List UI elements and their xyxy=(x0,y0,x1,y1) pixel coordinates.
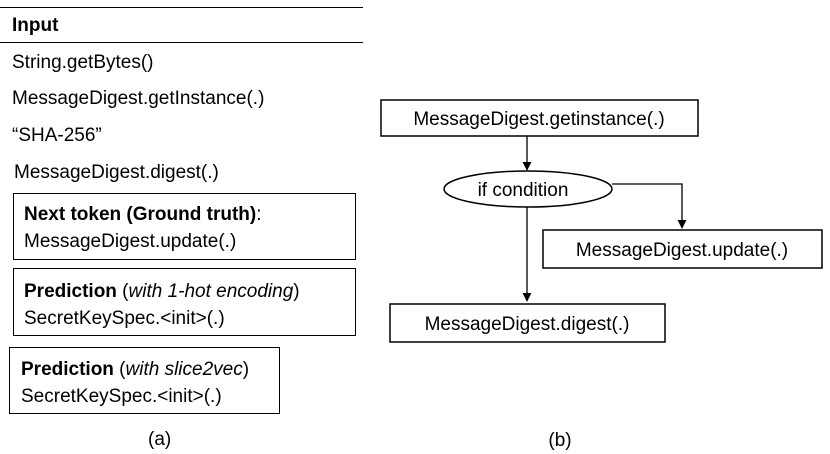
prediction-slice2vec-box: Prediction (with slice2vec) SecretKeySpe… xyxy=(9,347,280,414)
input-item-sha256: “SHA-256” xyxy=(12,125,102,146)
prediction-slice2vec-value: SecretKeySpec.<init>(.) xyxy=(21,386,222,407)
caption-a: (a) xyxy=(148,429,172,450)
condition-node-label: if condition xyxy=(478,180,569,201)
digest-node xyxy=(389,303,666,343)
condition-node xyxy=(443,170,613,208)
getinstance-node xyxy=(380,99,699,137)
top-rule xyxy=(0,7,363,8)
input-header: Input xyxy=(12,15,59,36)
input-item-getbytes: String.getBytes() xyxy=(12,52,154,73)
update-node xyxy=(542,229,823,269)
edge-condition-to-update xyxy=(612,183,687,229)
ground-truth-label: Next token (Ground truth): xyxy=(24,204,262,225)
getinstance-node-label: MessageDigest.getinstance(.) xyxy=(413,109,664,130)
ground-truth-box: Next token (Ground truth): MessageDigest… xyxy=(13,193,356,260)
header-rule xyxy=(0,42,363,43)
update-node-label: MessageDigest.update(.) xyxy=(576,240,788,261)
input-item-getinstance: MessageDigest.getInstance(.) xyxy=(12,88,265,109)
prediction-onehot-value: SecretKeySpec.<init>(.) xyxy=(24,308,225,329)
digest-node-label: MessageDigest.digest(.) xyxy=(425,314,630,335)
input-item-digest: MessageDigest.digest(.) xyxy=(14,162,219,183)
prediction-slice2vec-label: Prediction (with slice2vec) xyxy=(21,359,250,380)
ground-truth-value: MessageDigest.update(.) xyxy=(24,231,237,252)
prediction-onehot-box: Prediction (with 1-hot encoding) SecretK… xyxy=(13,268,356,336)
caption-b: (b) xyxy=(548,430,571,451)
prediction-onehot-label: Prediction (with 1-hot encoding) xyxy=(24,281,300,302)
